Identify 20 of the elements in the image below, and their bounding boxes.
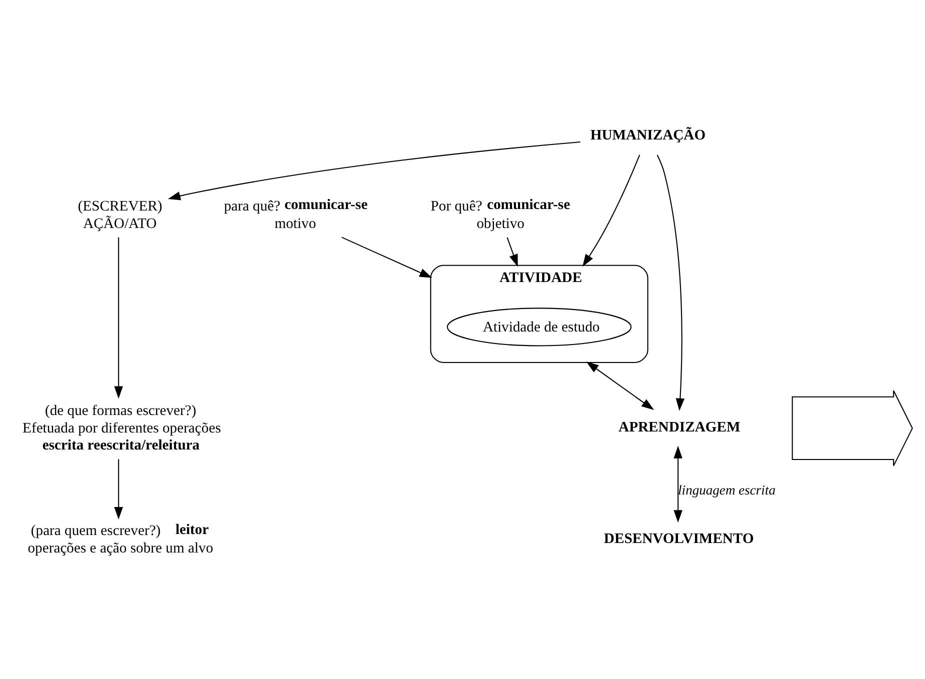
arrow — [342, 236, 432, 278]
node-text: HUMANIZAÇÃO — [590, 127, 706, 144]
node-label: escrita reescrita/releitura — [42, 437, 200, 454]
node-text: (ESCREVER) AÇÃO/ATO — [78, 198, 162, 232]
arrow — [582, 154, 640, 267]
node-text: Por quê? comunicar-se objetivo — [430, 197, 570, 232]
node-ellipse: Atividade de estudo — [446, 308, 632, 346]
node-arrow — [792, 390, 913, 466]
node-text: DESENVOLVIMENTO — [604, 531, 754, 548]
arrow — [168, 141, 580, 200]
node-text: para quê? comunicar-se motivo — [224, 197, 368, 232]
edge-label: linguagem escrita — [678, 482, 776, 498]
arrow — [586, 362, 654, 410]
arrow — [506, 237, 518, 267]
node-text: APRENDIZAGEM — [618, 420, 740, 436]
node-text: (para quem escrever?) leitor operações e ação sobre um alvo — [28, 522, 214, 557]
arrow — [656, 154, 685, 411]
arrow — [114, 459, 123, 520]
arrow — [674, 446, 682, 523]
arrow — [114, 237, 123, 399]
